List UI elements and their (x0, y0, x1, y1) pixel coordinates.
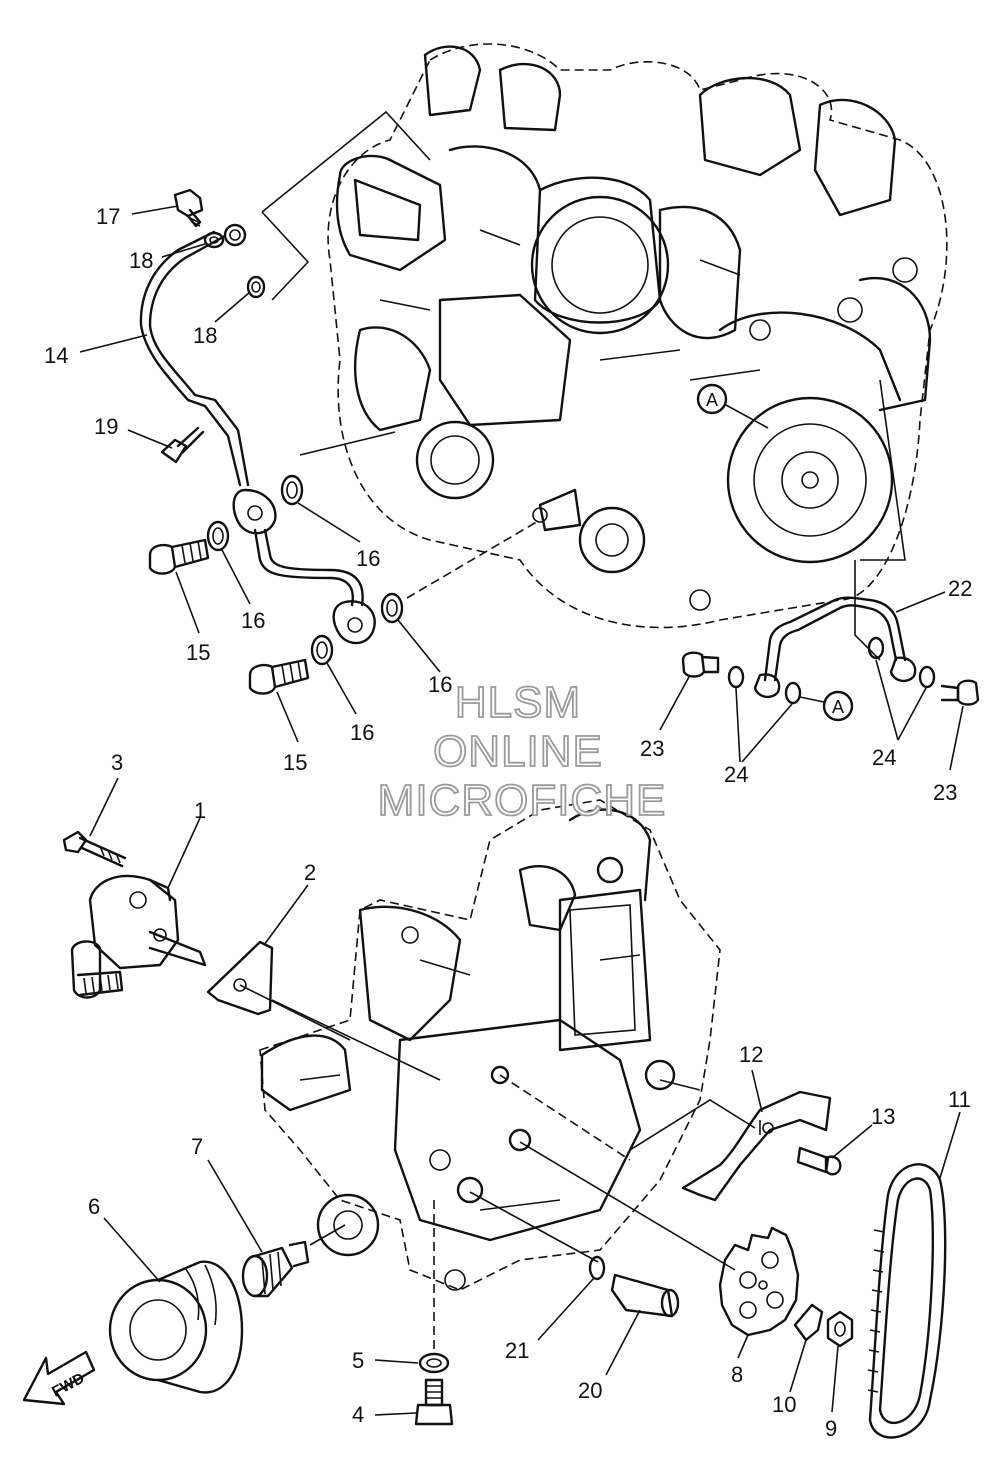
callout-11: 11 (948, 1087, 971, 1112)
marker-a-lower: A (799, 690, 854, 722)
connector-line-guide-bolt (629, 1099, 756, 1151)
oil-pump-1 (70, 874, 207, 999)
connector-line-oil-delivery (261, 110, 431, 213)
bolt-19 (160, 426, 205, 464)
callout-1: 1 (194, 798, 206, 823)
sprocket-8 (718, 1226, 800, 1337)
timing-chain-11 (867, 1163, 947, 1439)
union-bolt-7 (241, 1240, 310, 1298)
callout-15-lower: 15 (283, 750, 307, 775)
connector-line-lower-gasket (406, 519, 541, 599)
washer-16-a (206, 520, 230, 552)
bolt-3 (62, 830, 127, 868)
lock-washer-10 (793, 1303, 824, 1342)
oil-filter-6 (108, 1260, 244, 1394)
watermark: HLSM ONLINE MICROFICHE (377, 677, 667, 826)
oil-strainer-20 (610, 1273, 680, 1318)
marker-a-upper: A (696, 383, 769, 429)
bolt-23-right (940, 679, 980, 706)
callout-18-lower: 18 (193, 323, 217, 348)
connector-line-sprocket (519, 1141, 736, 1271)
callout-9: 9 (825, 1416, 837, 1441)
fwd-arrow-icon: FWD (22, 1350, 96, 1406)
callout-16-d: 16 (350, 720, 374, 745)
union-bolt-15-lower (248, 658, 310, 695)
washer-24-d (918, 665, 936, 689)
bolt-23-left (681, 651, 720, 678)
connector-line-upper-gasket (299, 431, 396, 456)
connector-line-union-bolt (261, 211, 310, 301)
chain-guide-12 (681, 1090, 832, 1202)
o-ring-21 (588, 1255, 606, 1281)
fwd-label: FWD (49, 1370, 87, 1401)
connector-line-right-upper (860, 379, 906, 561)
crankcase-lower (259, 799, 721, 1291)
callout-4: 4 (352, 1402, 364, 1427)
callout-numbers: 17 18 18 14 19 16 16 15 16 16 15 22 23 2… (44, 204, 972, 1441)
callout-3: 3 (111, 750, 123, 775)
callout-17: 17 (96, 204, 120, 229)
callout-15-upper: 15 (186, 640, 210, 665)
callout-14: 14 (44, 343, 68, 368)
leader-lines (79, 205, 964, 1416)
callout-19: 19 (94, 414, 118, 439)
oil-pipe-22 (753, 596, 917, 699)
washer-18-lower (246, 275, 266, 299)
callout-23-left: 23 (640, 736, 664, 761)
drain-bolt-4 (414, 1378, 454, 1426)
callout-16-c: 16 (428, 672, 452, 697)
callout-20: 20 (578, 1378, 602, 1403)
callout-7: 7 (191, 1134, 203, 1159)
callout-13: 13 (871, 1104, 895, 1129)
washer-16-d (380, 592, 404, 624)
washer-16-b (280, 474, 304, 506)
union-bolt-17 (173, 188, 204, 228)
callout-23-right: 23 (933, 780, 957, 805)
connector-line-filter (309, 1224, 346, 1246)
marker-a-upper-label: A (706, 390, 718, 410)
connector-line-guide (499, 1074, 631, 1161)
callout-16-b: 16 (241, 608, 265, 633)
engine-assembly-upper (327, 43, 948, 629)
callout-10: 10 (772, 1392, 796, 1417)
callout-6: 6 (88, 1194, 100, 1219)
watermark-line-2: ONLINE (433, 727, 603, 776)
gasket-2 (206, 940, 351, 1041)
washer-18-upper (203, 231, 225, 249)
callout-24-left: 24 (724, 762, 748, 787)
callout-18-upper: 18 (129, 248, 153, 273)
oil-delivery-pipe (139, 223, 376, 645)
connector-line-pump (271, 999, 441, 1081)
connector-line-strainer (469, 1191, 599, 1263)
washer-24-c (867, 636, 885, 660)
watermark-line-3: MICROFICHE (378, 776, 667, 825)
callout-24-right: 24 (872, 745, 896, 770)
union-bolt-15-upper (148, 538, 210, 575)
nut-9 (826, 1310, 854, 1348)
callout-5: 5 (352, 1348, 364, 1373)
washer-24-b (784, 681, 802, 705)
callout-8: 8 (731, 1362, 743, 1387)
washer-5 (418, 1352, 450, 1374)
washer-16-c (310, 634, 334, 666)
callout-22: 22 (948, 576, 972, 601)
callout-16-a: 16 (356, 546, 380, 571)
callout-21: 21 (505, 1338, 529, 1363)
callout-2: 2 (304, 860, 316, 885)
marker-a-lower-label: A (832, 697, 844, 717)
washer-24-a (727, 665, 745, 689)
bolt-13 (796, 1146, 842, 1176)
connector-line-right-pipe (854, 560, 881, 661)
callout-12: 12 (739, 1042, 763, 1067)
watermark-line-1: HLSM (455, 678, 581, 727)
